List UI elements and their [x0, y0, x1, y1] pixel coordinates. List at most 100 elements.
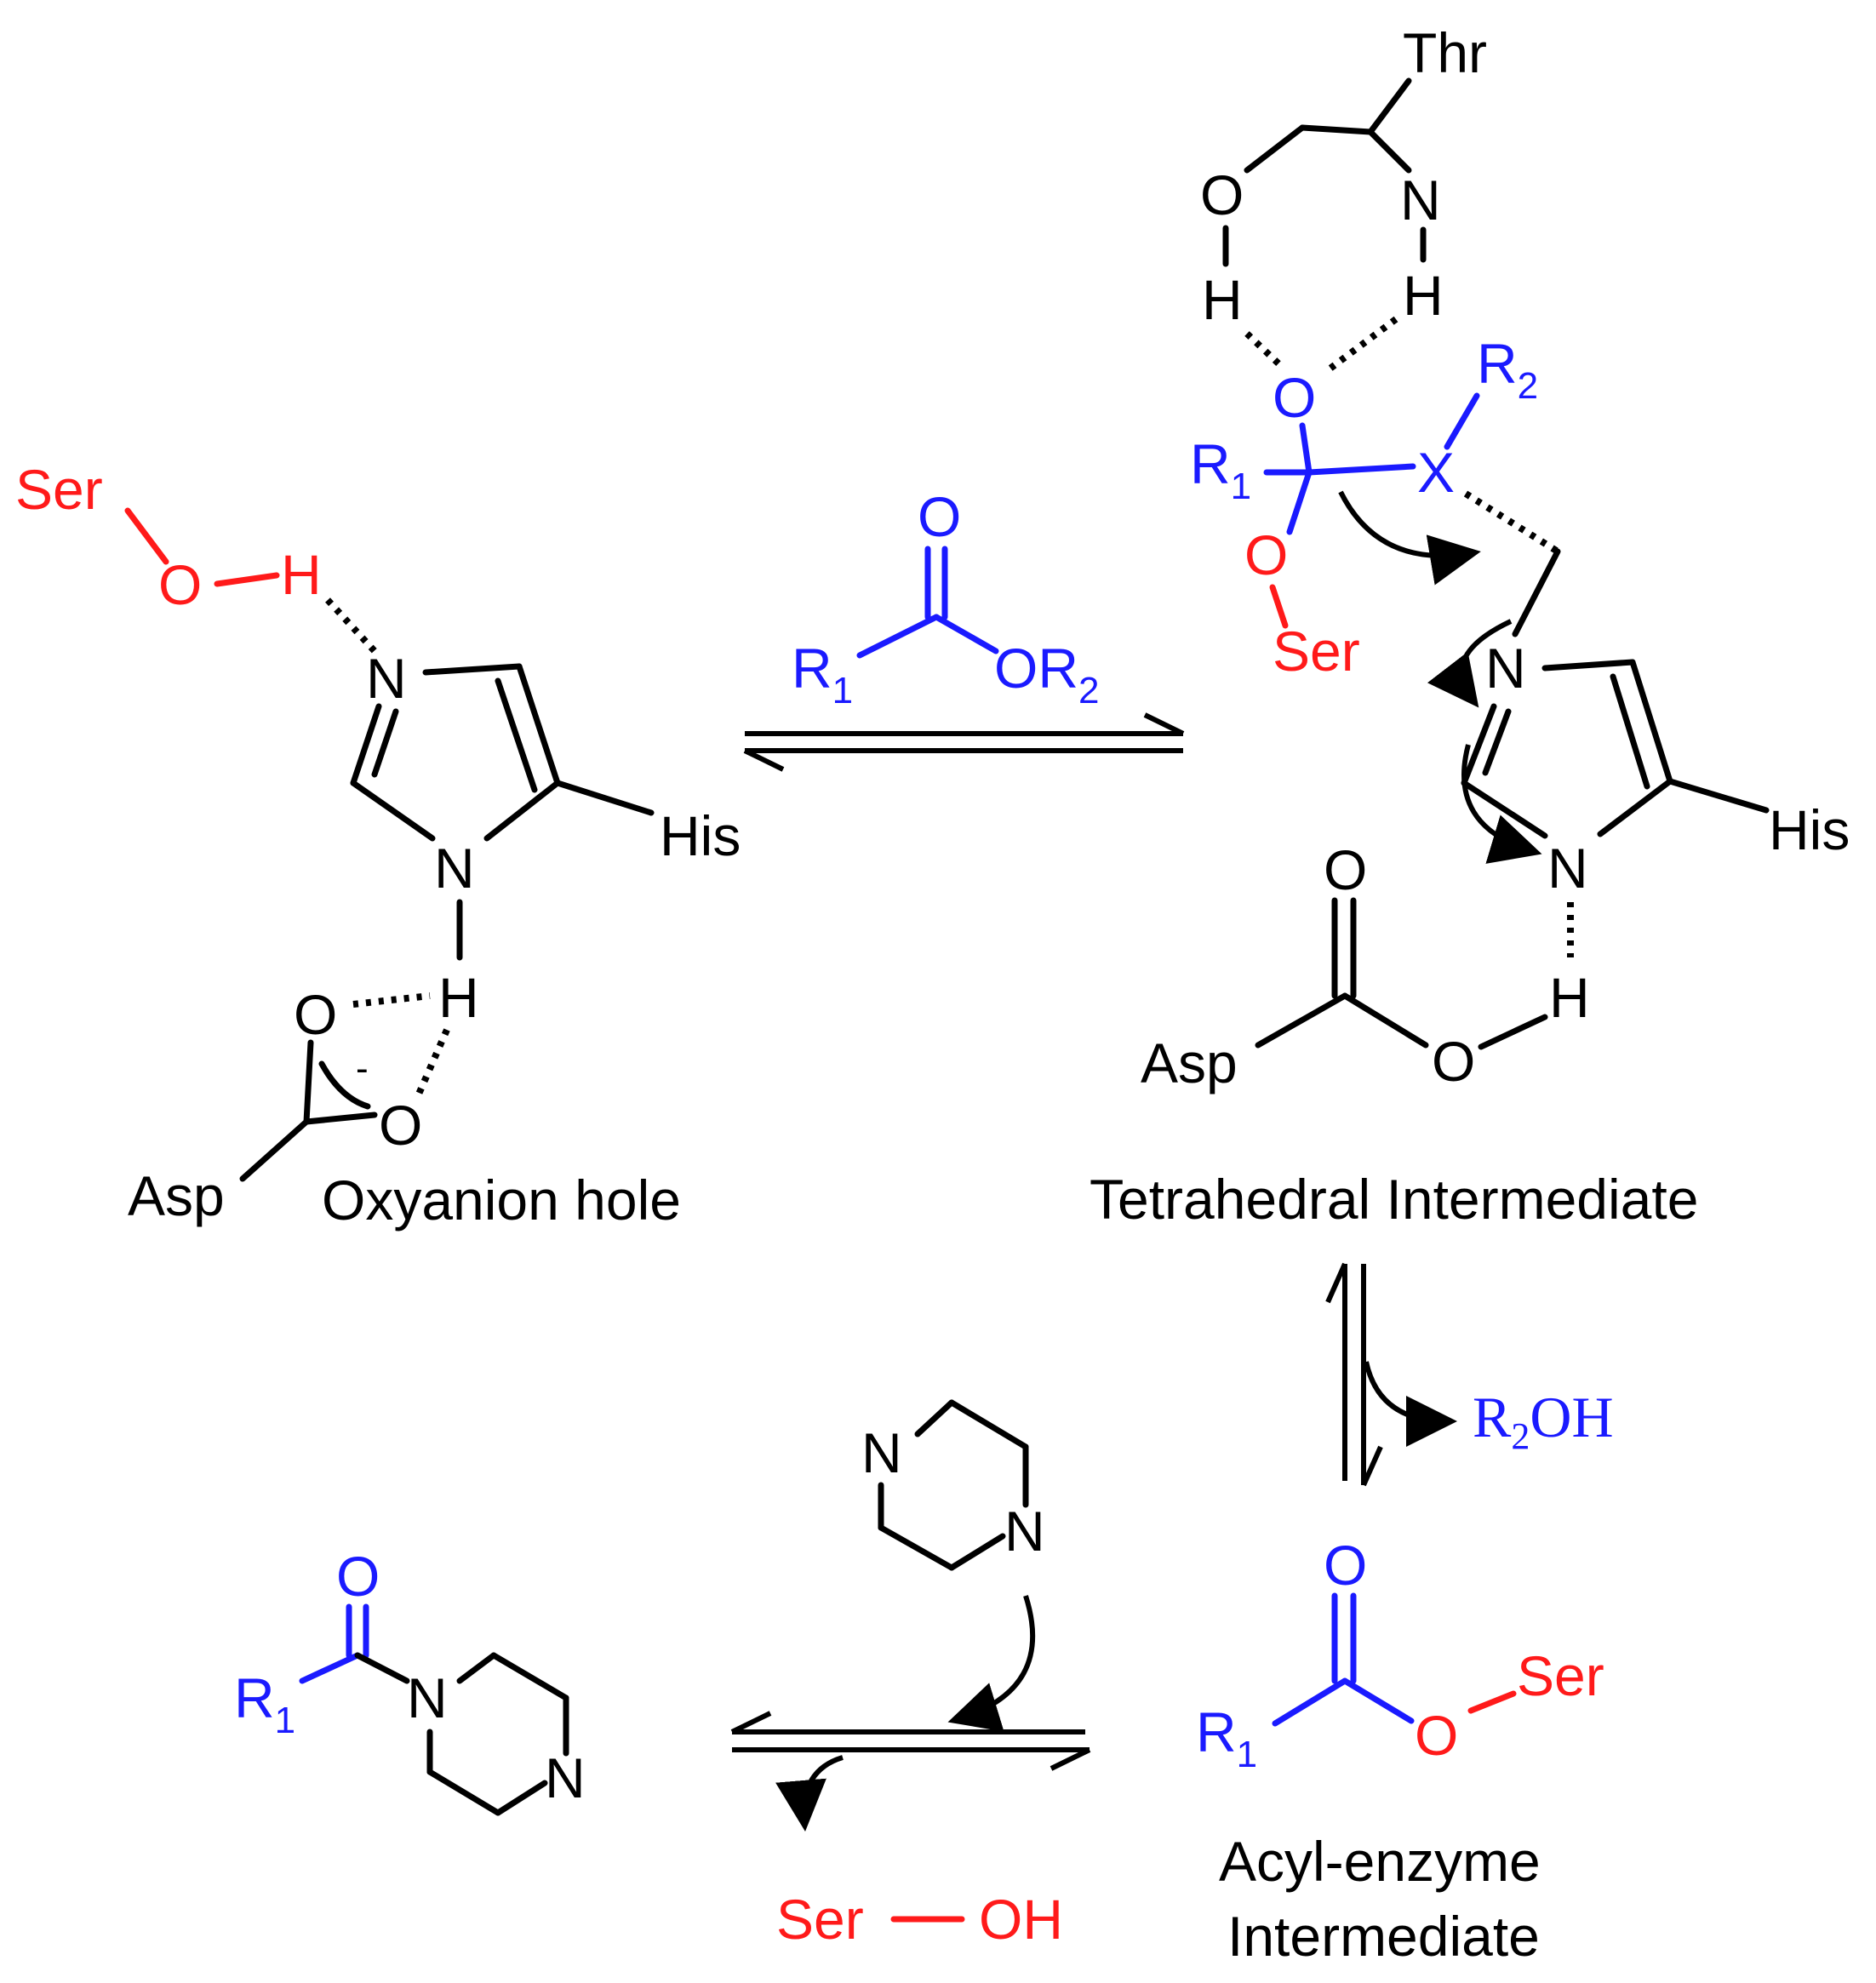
electron-arrow-1 [1338, 490, 1481, 586]
ti-ring-c5-n1 [1597, 778, 1673, 837]
his-hydrogen-left: H [438, 966, 479, 1029]
asp-oxygen-right: O [1432, 1030, 1475, 1093]
carboxyl-resonance [318, 1060, 371, 1110]
pip-bond-4 [948, 1533, 1006, 1571]
acyl-carbonyl-o: O [1324, 1534, 1367, 1597]
amide-carbonyl-o: O [336, 1545, 380, 1608]
vertical-arrow-up-head [1325, 1262, 1347, 1304]
oxyanion-bond [1299, 422, 1313, 476]
ser-hydrogen: H [281, 543, 322, 606]
ester-or-bond [933, 614, 999, 654]
thr-label: Thr [1403, 21, 1487, 84]
reverse-arrow-bottom-head [730, 1711, 772, 1734]
thr-nitrogen: N [1400, 169, 1441, 231]
ti-ser-oxygen: O [1244, 523, 1288, 586]
asp-label-right: Asp [1141, 1032, 1238, 1094]
ti-ring-c2-n3 [1461, 703, 1497, 786]
amide-cn-bond [354, 1652, 410, 1684]
equilibrium-arrows-bottom: Ser OH [730, 1711, 1091, 1951]
asp-c-o-bond-right [1341, 992, 1429, 1049]
pip-bond-2 [948, 1399, 1029, 1450]
h-bond-thr-nh [1325, 316, 1398, 374]
equilibrium-arrows-right: R2OH [1325, 1262, 1614, 1487]
ring-bond-c5-n1 [483, 780, 561, 842]
asp-o1-left: O [294, 983, 337, 1046]
acyl-ser-label: Ser [1517, 1644, 1604, 1707]
ester-or2: OR2 [994, 637, 1100, 711]
catalytic-triad-left: Ser O H N N His H O O - Asp Oxyanion hol… [15, 458, 741, 1232]
r2oh-release-arrow [1364, 1361, 1457, 1447]
asp-o2-left: O [379, 1094, 422, 1157]
o-h-bond [214, 572, 280, 587]
his-n1-right: N [1547, 837, 1588, 900]
acyl-o-ser-bond [1467, 1690, 1517, 1714]
forward-arrow-top-head [1143, 712, 1185, 736]
ti-his-ch2-bond [1512, 548, 1561, 637]
amide-r1-bond [299, 1652, 361, 1684]
amide-n4: N [545, 1746, 586, 1809]
ester-r1: R1 [792, 637, 853, 711]
thr-cn-bond [1367, 129, 1412, 174]
ti-x: X [1417, 441, 1455, 504]
ti-ring-c4-c5 [1629, 659, 1673, 785]
amide-r1: R1 [234, 1666, 295, 1741]
ti-r2: R2 [1477, 332, 1538, 407]
ti-ring-n3-c4 [1541, 659, 1636, 671]
ring-bond-c2-n3 [350, 703, 382, 786]
acyl-co-ser-bond [1341, 1677, 1415, 1724]
amide-ring-4 [495, 1780, 548, 1816]
ester-substrate: O R1 OR2 [792, 485, 1100, 711]
ti-ser-label: Ser [1273, 620, 1360, 683]
vertical-arrow-down-head [1361, 1445, 1383, 1487]
amide-ring-1 [456, 1652, 497, 1684]
h-bond-x-his [1463, 490, 1560, 555]
asp-bond-left [239, 1118, 310, 1182]
carboxyl-bond-2 [303, 1112, 378, 1125]
caption-oxyanion-hole: Oxyanion hole [322, 1169, 681, 1232]
tetrahedral-intermediate: Thr O N H H O R1 X R2 O Ser N His N H O … [1090, 21, 1850, 1231]
caption-tetrahedral-intermediate: Tetrahedral Intermediate [1090, 1168, 1698, 1231]
carboxylate-charge: - [356, 1048, 369, 1089]
reverse-arrow-top-head [743, 748, 785, 772]
ti-o-ser-bond [1269, 584, 1289, 629]
ti-ring-c4-c5-double [1610, 673, 1650, 790]
ring-his-bond [554, 780, 655, 816]
ti-c-oser-bond [1286, 469, 1313, 535]
piperazine-nucleophile: N N [861, 1399, 1045, 1732]
asp-label-left: Asp [128, 1164, 225, 1227]
ti-ring-c2-n3-double [1482, 708, 1512, 776]
ti-x-r2-bond [1444, 392, 1480, 450]
ring-bond-c2-n3-double [371, 708, 399, 778]
r2oh-product: R2OH [1473, 1385, 1614, 1457]
asp-oh-bond-right [1478, 1014, 1548, 1050]
caption-acyl-enzyme-line2: Intermediate [1227, 1905, 1540, 1968]
thr-oxygen: O [1200, 163, 1244, 226]
electron-arrow-3 [1461, 744, 1542, 864]
ser-o-bond [124, 507, 169, 565]
free-ser-label: Ser [776, 1888, 864, 1951]
thr-bond [1367, 77, 1412, 135]
ser-oh-release-arrow [775, 1755, 844, 1832]
thr-co-bond [1244, 124, 1306, 174]
h-bond-ser-his [325, 597, 377, 654]
acyl-r1: R1 [1196, 1700, 1257, 1775]
thr-n-hydrogen: H [1403, 264, 1444, 327]
amide-ring-2 [490, 1652, 569, 1701]
ring-bond-n3-c4 [422, 663, 523, 676]
his-n1-left: N [434, 837, 475, 900]
thr-o-hydrogen: H [1202, 268, 1243, 331]
ring-bond-n1-c2 [350, 780, 436, 842]
ti-ring-n1-c2 [1461, 780, 1548, 839]
acyl-r1-bond [1272, 1677, 1348, 1727]
pip-bond-1 [914, 1399, 955, 1437]
thr-ch2-bond [1299, 124, 1374, 135]
his-label-left: His [660, 804, 741, 867]
ring-bond-c4-c5 [516, 663, 561, 786]
carboxyl-bond-1 [303, 1039, 314, 1125]
free-ser-oh: OH [979, 1888, 1063, 1951]
amide-product: O R1 N N [234, 1545, 586, 1816]
oxyanion-o: O [1273, 366, 1316, 429]
ser-label-top-left: Ser [15, 458, 103, 521]
ti-r1: R1 [1190, 432, 1251, 507]
